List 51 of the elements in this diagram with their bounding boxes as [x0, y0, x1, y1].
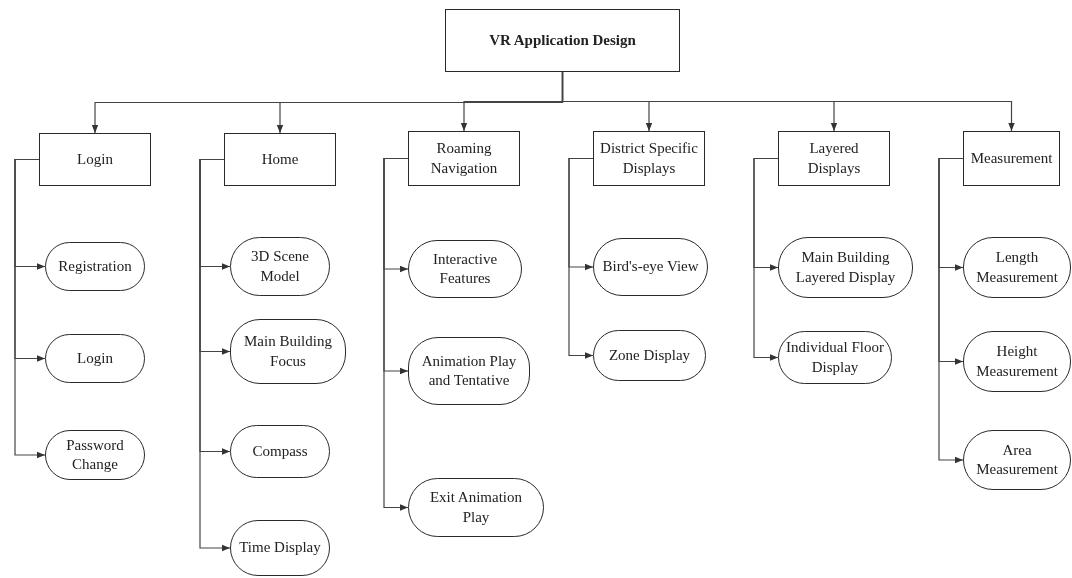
connector-arrow: [753, 157, 779, 361]
feature-pill: [408, 337, 530, 405]
feature-pill: [230, 425, 330, 478]
feature-pill: [963, 331, 1071, 392]
connector-arrow: [199, 158, 231, 552]
node-label: Registration: [58, 256, 132, 276]
category-box: [593, 131, 705, 186]
node-label: Exit Animation Play: [428, 488, 524, 527]
node-label: District Specific Displays: [600, 139, 698, 178]
node-label: Area Measurement: [975, 440, 1059, 479]
feature-pill: [963, 237, 1071, 298]
node-label: Length Measurement: [975, 248, 1059, 287]
feature-pill: [45, 430, 145, 480]
feature-pill: [963, 430, 1071, 490]
feature-pill: [593, 330, 706, 381]
node-label: Main Building Focus: [243, 332, 333, 371]
node-label: Login: [77, 149, 113, 169]
node-label: Compass: [252, 441, 308, 461]
category-box: [408, 131, 520, 186]
connector-arrow: [568, 157, 594, 359]
node-label: Animation Play and Tentative: [420, 351, 518, 390]
feature-pill: [230, 319, 346, 384]
feature-pill: [778, 237, 913, 298]
node-label: Individual Floor Display: [785, 338, 885, 377]
node-label: Measurement: [970, 148, 1053, 168]
node-label: VR Application Design: [489, 30, 636, 50]
node-label: Interactive Features: [431, 249, 499, 288]
node-label: Time Display: [239, 538, 321, 558]
node-label: 3D Scene Model: [250, 247, 310, 286]
connector-arrow: [938, 157, 964, 464]
node-label: Login: [77, 348, 113, 368]
node-label: Home: [261, 149, 299, 169]
node-label: Main Building Layered Display: [794, 248, 897, 287]
feature-pill: [45, 242, 145, 291]
node-label: Roaming Navigation: [429, 139, 499, 178]
node-label: Height Measurement: [975, 342, 1059, 381]
node-label: Layered Displays: [806, 139, 862, 178]
category-box: [778, 131, 890, 186]
feature-pill: [45, 334, 145, 383]
connector-arrow: [383, 157, 409, 511]
node-label: Bird's-eye View: [602, 257, 699, 277]
feature-pill: [230, 520, 330, 576]
category-box: [224, 133, 336, 186]
connector-arrow: [14, 158, 46, 459]
root-box: [445, 9, 680, 72]
category-box: [39, 133, 151, 186]
category-box: [963, 131, 1060, 186]
feature-pill: [778, 331, 892, 384]
connector-arrow: [561, 71, 1015, 132]
node-label: Password Change: [65, 435, 125, 474]
node-label: Zone Display: [608, 345, 691, 365]
